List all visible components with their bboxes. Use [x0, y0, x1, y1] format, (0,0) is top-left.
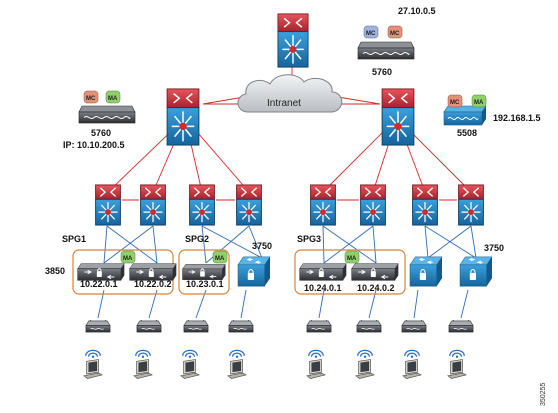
right-controller-ip: 192.168.1.5: [493, 113, 541, 123]
distribution-switch: [411, 184, 439, 226]
controller-badges: MC MC MC MA MC MA MA MA MA: [83, 25, 487, 264]
access-switch-3850: [299, 263, 347, 281]
spg1-label: SPG1: [62, 234, 87, 244]
distribution-switch: [94, 184, 122, 226]
wireless-client-laptop: [83, 349, 103, 380]
top-controller-model: 5760: [372, 67, 393, 77]
wireless-client-laptop: [227, 349, 247, 380]
badge-ma: MA: [347, 256, 357, 262]
access-switch-3850: [182, 263, 226, 281]
right-wireless-controller: [443, 105, 487, 126]
top-controller-ip: 27.10.0.5: [398, 6, 436, 16]
badge-mc: MC: [366, 31, 376, 37]
top-core-switch: [277, 13, 309, 68]
switch-ip: 10.22.0.2: [134, 279, 172, 289]
wireless-client-laptop: [402, 349, 422, 380]
wireless-client-laptop: [180, 349, 200, 380]
left-controller-model: 5760: [91, 128, 112, 138]
badge-ma: MA: [108, 96, 118, 102]
wireless-client-laptop: [355, 349, 375, 380]
switch-ip: 10.22.0.1: [80, 279, 118, 289]
access-switch-3750: [409, 256, 443, 287]
distribution-switch: [188, 184, 216, 226]
top-wireless-controller: [357, 41, 415, 60]
badge-mc: MC: [450, 100, 460, 106]
badge-mc: MC: [390, 31, 400, 37]
access-switch-3850: [77, 263, 125, 281]
badge-ma: MA: [123, 256, 133, 262]
spg3-label: SPG3: [297, 234, 322, 244]
figure-id: 350255: [540, 382, 547, 406]
switch-ip: 10.23.0.1: [186, 279, 224, 289]
intranet-cloud: [237, 74, 343, 113]
wireless-client-laptop: [133, 349, 153, 380]
switch-ip: 10.24.0.2: [357, 283, 395, 293]
distribution-switch: [139, 184, 167, 226]
stack-3750-label: 3750: [252, 241, 273, 251]
switch-ip: 10.24.0.1: [304, 283, 342, 293]
access-switch-3850: [129, 263, 177, 281]
distribution-switch: [235, 184, 263, 226]
wireless-client-laptop: [306, 349, 326, 380]
access-switch-3750: [459, 256, 493, 287]
left-controller-ip: IP: 10.10.200.5: [63, 140, 125, 150]
intranet-label: Intranet: [267, 98, 301, 109]
badge-ma: MA: [474, 100, 484, 106]
badge-ma: MA: [215, 256, 225, 262]
right-core-switch: [381, 88, 415, 146]
access-switch-3750: [237, 256, 271, 287]
right-controller-model: 5508: [457, 128, 478, 138]
access-switch-3850: [351, 263, 399, 281]
distribution-switch: [309, 184, 337, 226]
distribution-switch: [457, 184, 485, 226]
spg2-label: SPG2: [185, 234, 210, 244]
left-wireless-controller: [78, 105, 136, 124]
left-core-switch: [166, 88, 200, 146]
distribution-switch: [359, 184, 387, 226]
stack-3750-label: 3750: [484, 243, 505, 253]
stack-3850-label: 3850: [45, 266, 66, 276]
badge-mc: MC: [86, 96, 96, 102]
wireless-client-laptop: [447, 349, 467, 380]
